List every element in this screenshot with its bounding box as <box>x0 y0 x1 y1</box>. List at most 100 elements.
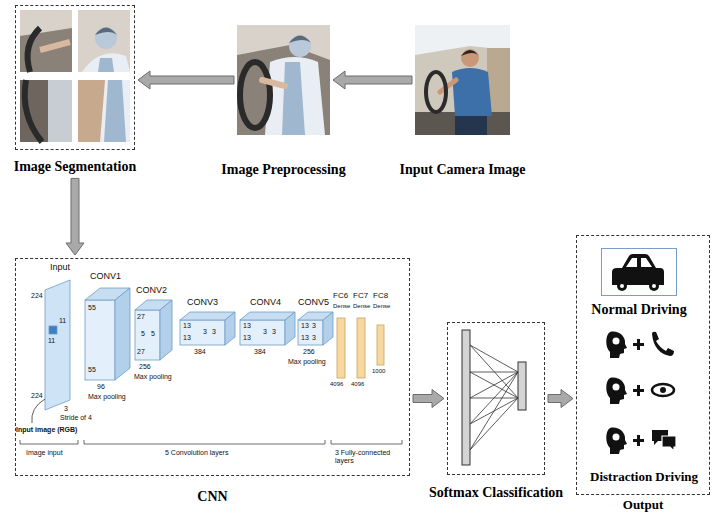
preprocessed-photo <box>240 62 270 128</box>
softmax-network <box>470 372 518 398</box>
head-chat-icon <box>606 428 676 454</box>
dimension-label: 55 <box>88 366 96 374</box>
layer-label: FC8 <box>373 292 388 301</box>
head-eye-icon <box>613 384 620 391</box>
segment-tile <box>25 80 42 142</box>
preprocessed-photo <box>237 25 330 135</box>
dimension-label: 3 <box>203 328 207 336</box>
dimension-label: Max pooling <box>288 358 326 366</box>
dimension-label: 256 <box>139 363 151 371</box>
layer-label: CONV5 <box>298 298 329 308</box>
segment-tile <box>20 10 72 72</box>
dimension-label: 3 <box>312 322 316 330</box>
segment-tile <box>82 53 130 72</box>
softmax-network <box>470 372 518 398</box>
dimension-label: 3 <box>212 328 216 336</box>
segment-tile <box>28 28 40 72</box>
preprocessed-photo <box>289 35 311 57</box>
image-frame: Input Camera Image <box>415 25 510 135</box>
segment-tile <box>20 10 72 72</box>
dimension-label: 256 <box>303 348 315 356</box>
flow-arrow <box>138 71 234 89</box>
cnn-illustration <box>160 300 172 360</box>
cnn-illustration <box>85 300 115 380</box>
dimension-label: Dense <box>333 303 350 310</box>
cnn-illustration <box>49 326 57 334</box>
dimension-label: 4096 <box>351 381 364 388</box>
car-icon <box>652 284 656 288</box>
dimension-label: 13 <box>301 334 309 342</box>
dimension-label: 5 <box>141 330 145 338</box>
dimension-label: Max pooling <box>134 373 172 381</box>
car-icon <box>626 258 652 267</box>
preprocessed-photo <box>262 80 285 86</box>
softmax-network <box>470 345 518 398</box>
car-icon <box>612 254 664 291</box>
car-icon <box>617 281 627 291</box>
dimension-label: Dense <box>353 303 370 310</box>
dimension-label: 384 <box>194 348 206 356</box>
camera-photo <box>415 25 510 135</box>
layer-label: CONV3 <box>187 298 218 308</box>
group-bracket <box>20 440 402 444</box>
dimension-label: 224 <box>31 392 43 400</box>
camera-photo <box>461 50 479 56</box>
dimension-label: 13 <box>243 334 251 342</box>
flow-arrow <box>66 178 84 255</box>
caption-label: Image Segmentation <box>14 159 137 174</box>
cnn-illustration <box>240 320 285 345</box>
caption-label: Input Camera Image <box>400 162 526 177</box>
preprocessed-photo <box>289 36 311 44</box>
layer-label: Input <box>50 263 70 273</box>
head-eye-icon <box>606 378 674 404</box>
leader-line <box>32 399 45 423</box>
camera-photo <box>415 25 510 135</box>
head-chat-icon <box>606 428 627 454</box>
softmax-panel: Softmax Classification <box>447 322 545 475</box>
caption-label: Softmax Classification <box>429 485 563 500</box>
car-icon <box>612 254 664 285</box>
head-phone-icon <box>606 332 674 358</box>
preprocessed-photo <box>237 25 330 135</box>
flow-arrow <box>333 71 412 89</box>
cnn-illustration <box>225 312 235 345</box>
dimension-label: 13 <box>243 322 251 330</box>
head-phone-icon <box>613 338 620 345</box>
dimension-label: Image input <box>26 449 63 457</box>
flow-arrow <box>548 390 573 408</box>
segment-tile <box>48 80 72 142</box>
dense-layer <box>377 325 384 365</box>
cnn-illustration <box>180 320 225 345</box>
preprocessed-photo <box>237 25 330 60</box>
layer-label: CONV1 <box>90 272 121 282</box>
camera-photo <box>426 72 446 112</box>
cnn-illustration <box>115 288 130 380</box>
cnn-illustration <box>45 280 70 410</box>
caption-label: Normal Driving <box>591 302 686 317</box>
layer-label: CONV4 <box>250 298 281 308</box>
class-box: Normal Driving <box>601 248 677 296</box>
dimension-label: 5 Convolution layers <box>165 449 228 457</box>
dimension-label: Dense <box>373 303 390 310</box>
dimension-label: Max pooling <box>88 393 126 401</box>
camera-photo <box>440 80 456 92</box>
layer-label: FC7 <box>353 292 368 301</box>
head-phone-icon <box>652 332 674 356</box>
segmentation-panel: Image Segmentation <box>15 5 135 150</box>
head-chat-icon <box>613 434 620 441</box>
cnn-illustration <box>45 280 333 410</box>
dense-layer <box>357 318 365 378</box>
softmax-network <box>470 345 518 372</box>
segment-tile <box>95 28 117 36</box>
dimension-label: 13 <box>183 334 191 342</box>
caption-label: Output <box>623 498 663 512</box>
dimension-label: 5 <box>151 330 155 338</box>
dimension-label: 224 <box>31 292 43 300</box>
dimension-label: 27 <box>137 348 145 356</box>
softmax-network <box>470 345 518 450</box>
head-phone-icon <box>606 332 627 358</box>
segment-tile <box>78 80 105 142</box>
dense-layer <box>337 318 345 378</box>
head-eye-icon <box>652 384 674 396</box>
